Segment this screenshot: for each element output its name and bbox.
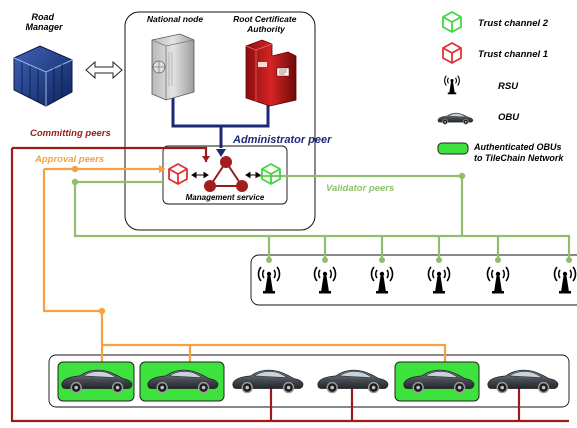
trust-channel-1-cube-icon bbox=[165, 161, 191, 187]
legend-authenticated-line-1: Authenticated OBUs bbox=[473, 142, 562, 152]
road-manager-label: Road Manager bbox=[25, 12, 63, 32]
root-ca-label-line-1: Root Certificate bbox=[233, 14, 297, 24]
national-node-label: National node bbox=[147, 14, 203, 24]
legend-obu-icon bbox=[437, 112, 474, 125]
double-arrow-left-icon bbox=[191, 171, 209, 179]
root-ca-server-icon bbox=[245, 39, 297, 107]
legend-rsu-label: RSU bbox=[498, 81, 519, 92]
root-ca-label-line-2: Authority bbox=[246, 24, 286, 34]
double-arrow-right-icon bbox=[245, 171, 261, 179]
approval-peers-label: Approval peers bbox=[34, 154, 104, 165]
legend-authenticated-line-2: to TileChain Network bbox=[474, 153, 564, 163]
legend-authenticated-swatch bbox=[437, 142, 469, 155]
legend-authenticated-label: Authenticated OBUs to TileChain Network bbox=[473, 142, 564, 163]
legend: Trust channel 2 Trust channel 1 RSU OBU … bbox=[437, 11, 564, 163]
management-service-label: Management service bbox=[186, 193, 265, 202]
obu-row bbox=[57, 361, 559, 402]
approval-arrowhead bbox=[159, 165, 166, 173]
committing-arrowhead bbox=[202, 156, 210, 162]
legend-obu-label: OBU bbox=[498, 112, 520, 123]
validator-peers-links bbox=[73, 174, 571, 260]
road-manager-label-line-2: Manager bbox=[25, 22, 63, 32]
administrator-peer-label: Administrator peer bbox=[232, 134, 332, 146]
national-node-server-icon bbox=[151, 33, 195, 101]
legend-trust-channel-1-icon bbox=[442, 42, 462, 64]
legend-trust-channel-2-icon bbox=[442, 11, 462, 33]
road-manager-icon bbox=[13, 45, 73, 107]
legend-rsu-icon bbox=[444, 75, 460, 95]
validator-nodes bbox=[71, 172, 572, 263]
administrator-links bbox=[171, 98, 270, 148]
rsu-container bbox=[250, 254, 577, 306]
legend-trust-channel-1-label: Trust channel 1 bbox=[478, 49, 548, 60]
road-manager-label-line-1: Road bbox=[31, 12, 54, 22]
administrator-arrowhead bbox=[216, 149, 226, 157]
legend-trust-channel-2-label: Trust channel 2 bbox=[478, 18, 549, 29]
committing-peers-label: Committing peers bbox=[30, 128, 111, 139]
bidirectional-arrow-icon bbox=[85, 60, 123, 80]
management-graph-icon bbox=[204, 156, 248, 192]
validator-peers-label: Validator peers bbox=[326, 183, 394, 194]
root-ca-label: Root Certificate Authority bbox=[233, 14, 299, 34]
